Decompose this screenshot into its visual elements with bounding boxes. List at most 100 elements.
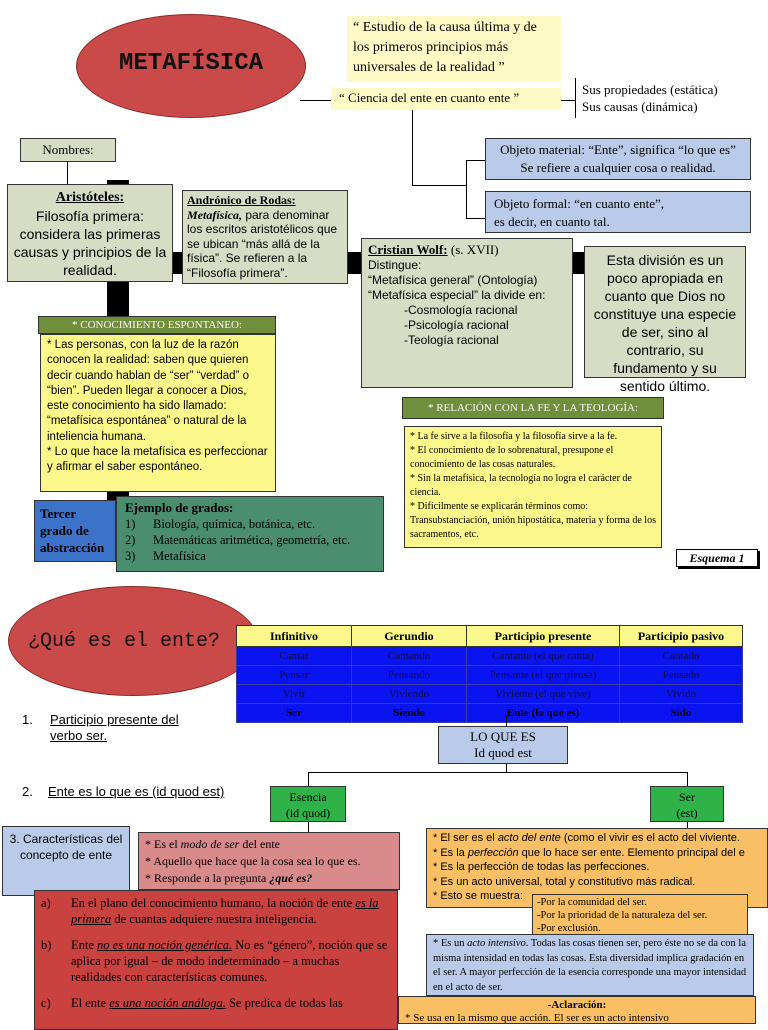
thick-connector bbox=[572, 252, 584, 274]
esencia-desc-item: * Aquello que hace que la cosa sea lo qu… bbox=[145, 854, 361, 868]
caracteristica-item: c) El ente es una noción análoga. Se pre… bbox=[41, 996, 343, 1010]
connector bbox=[308, 772, 688, 773]
ser-desc-item: * Es la perfección de todas las perfecci… bbox=[433, 861, 650, 873]
definition-box: “ Estudio de la causa última y de los pr… bbox=[347, 16, 561, 82]
table-cell: Cantado bbox=[619, 646, 743, 666]
thick-connector bbox=[172, 252, 182, 274]
table-header: Gerundio bbox=[351, 625, 467, 647]
objeto-formal-line1: Objeto formal: “en cuanto ente”, bbox=[494, 196, 665, 211]
muestra-item: -Por exclusión. bbox=[537, 923, 601, 934]
objeto-formal-line2: es decir, en cuanto tal. bbox=[494, 214, 610, 229]
table-row: Vivir Viviendo Viviente (el que vive) Vi… bbox=[236, 684, 743, 704]
muestra-item: -Por la comunidad del ser. bbox=[537, 897, 647, 908]
connector bbox=[561, 100, 575, 101]
point-2: 2. Ente es lo que es (id quod est) bbox=[22, 784, 252, 799]
aristoteles-name: Aristóteles: bbox=[55, 190, 125, 205]
metafisica-ellipse bbox=[76, 14, 306, 118]
andronico-name: Andrónico de Rodas: bbox=[187, 193, 296, 207]
esencia-desc-item: * Responde a la pregunta ¿qué es? bbox=[145, 871, 313, 885]
aclaracion-title: -Aclaración: bbox=[547, 999, 607, 1011]
andronico-text: para denominar los escritos aristotélico… bbox=[187, 207, 338, 280]
wolf-sub: -Psicología racional bbox=[404, 318, 509, 332]
relacion-item: * La fe sirve a la filosofía y la filoso… bbox=[410, 431, 618, 442]
props-list: Sus propiedades (estática) Sus causas (d… bbox=[582, 81, 718, 115]
connector bbox=[300, 100, 332, 101]
table-cell: Vivir bbox=[236, 684, 352, 704]
ser-desc-item: * Esto se muestra: bbox=[433, 890, 523, 902]
thick-connector bbox=[347, 252, 361, 274]
table-cell: Pensar bbox=[236, 665, 352, 685]
table-header: Infinitivo bbox=[236, 625, 352, 647]
esencia-box: Esencia (id quod) bbox=[270, 786, 346, 822]
props-dynamics: Sus causas (dinámica) bbox=[582, 99, 698, 114]
ser-latin: (est) bbox=[676, 806, 698, 820]
tercer-grado-box: Tercer grado de abstracción bbox=[34, 500, 116, 562]
ente-phrase-box: “ Ciencia del ente en cuanto ente ” bbox=[331, 88, 561, 110]
conocimiento-title: * CONOCIMIENTO ESPONTANEO: bbox=[38, 316, 276, 334]
point-text: Participio presente del verbo ser. bbox=[50, 712, 179, 743]
ejemplo-box: Ejemplo de grados: 1)Biología, química, … bbox=[116, 496, 384, 572]
table-cell: Pensante (el que piensa) bbox=[466, 665, 620, 685]
relacion-item: * Sin la metafísica, la tecnología no lo… bbox=[410, 473, 632, 498]
relacion-item: * Difícilmente se explicarán términos co… bbox=[410, 501, 656, 540]
esencia-desc-box: * Es el modo de ser del ente * Aquello q… bbox=[138, 832, 400, 890]
wolf-line: “Metafísica general” (Ontología) bbox=[368, 273, 538, 287]
conjugation-table: Infinitivo Gerundio Participio presente … bbox=[236, 625, 743, 723]
table-header: Participio presente bbox=[466, 625, 620, 647]
aristoteles-box: Aristóteles: Filosofía primera: consider… bbox=[7, 184, 173, 282]
muestra-box: -Por la comunidad del ser. -Por la prior… bbox=[532, 894, 748, 936]
caracteristicas-box: 3. Características del concepto de ente bbox=[2, 826, 130, 896]
table-cell: Vivido bbox=[619, 684, 743, 704]
esencia-latin: (id quod) bbox=[285, 806, 331, 820]
ser-desc-item: * Es un acto universal, total y constitu… bbox=[433, 875, 696, 888]
esquema-label: Esquema 1 bbox=[676, 549, 758, 567]
wolf-line: “Metafísica especial” la divide en: bbox=[368, 288, 546, 302]
table-header-row: Infinitivo Gerundio Participio presente … bbox=[236, 625, 743, 647]
table-row: Pensar Pensando Pensante (el que piensa)… bbox=[236, 665, 743, 685]
nombres-label: Nombres: bbox=[20, 138, 116, 162]
relacion-title: * RELACIÓN CON LA FE Y LA TEOLOGÍA: bbox=[402, 397, 664, 419]
connector bbox=[506, 716, 507, 726]
connector bbox=[687, 772, 688, 786]
intensivo-box: * Es un acto intensivo. Todas las cosas … bbox=[426, 934, 754, 996]
andronico-box: Andrónico de Rodas: Metafísica, para den… bbox=[182, 190, 348, 284]
lo-que-es-box: LO QUE ES Id quod est bbox=[438, 726, 568, 764]
relacion-item: * El conocimiento de lo sobrenatural, pr… bbox=[410, 445, 614, 470]
table-cell: Viviendo bbox=[351, 684, 467, 704]
bracket bbox=[575, 78, 576, 118]
connector bbox=[466, 218, 486, 219]
table-row: Cantar Cantando Cantante (el que canta) … bbox=[236, 646, 743, 666]
point-text: Ente es lo que es (id quod est) bbox=[48, 784, 225, 799]
connector bbox=[412, 185, 467, 186]
section-title: ¿Qué es el ente? bbox=[28, 630, 221, 653]
lo-que-es-label: LO QUE ES bbox=[470, 729, 536, 744]
connector bbox=[308, 822, 309, 832]
point-number: 1. bbox=[22, 712, 33, 727]
objeto-formal-box: Objeto formal: “en cuanto ente”, es deci… bbox=[485, 191, 751, 233]
aclaracion-box: -Aclaración: * Se usa en la mismo que ac… bbox=[398, 996, 756, 1024]
muestra-item: -Por la prioridad de la naturaleza del s… bbox=[537, 910, 708, 921]
relacion-box: * La fe sirve a la filosofía y la filoso… bbox=[404, 426, 662, 548]
table-cell: Siendo bbox=[351, 703, 467, 723]
esencia-label: Esencia bbox=[289, 790, 327, 804]
division-note: Esta división es un poco apropiada en cu… bbox=[584, 246, 746, 394]
connector bbox=[466, 160, 467, 218]
ejemplo-item: 2)Matemáticas aritmética, geometría, etc… bbox=[125, 533, 351, 547]
table-cell: Sido bbox=[619, 703, 743, 723]
esencia-desc-item: * Es el modo de ser del ente bbox=[145, 837, 280, 851]
props-statics: Sus propiedades (estática) bbox=[582, 82, 718, 97]
connector bbox=[67, 162, 68, 184]
table-cell: Pensado bbox=[619, 665, 743, 685]
wolf-name: Cristian Wolf: bbox=[368, 242, 448, 257]
wolf-box: Cristian Wolf: (s. XVII) Distingue: “Met… bbox=[361, 238, 573, 388]
ser-box: Ser (est) bbox=[650, 786, 724, 822]
connector bbox=[466, 160, 486, 161]
aristoteles-text: Filosofía primera: considera las primera… bbox=[13, 208, 167, 278]
table-cell: Viviente (el que vive) bbox=[466, 684, 620, 704]
ser-desc-item: * El ser es el acto del ente (como el vi… bbox=[433, 832, 740, 844]
conjugation-table-wrap: Infinitivo Gerundio Participio presente … bbox=[236, 625, 743, 723]
connector bbox=[687, 822, 688, 828]
wolf-line: Distingue: bbox=[368, 258, 422, 272]
aclaracion-text: * Se usa en la mismo que acción. El ser … bbox=[405, 1012, 669, 1024]
table-row: Ser Siendo Ente (lo que es) Sido bbox=[236, 703, 743, 723]
